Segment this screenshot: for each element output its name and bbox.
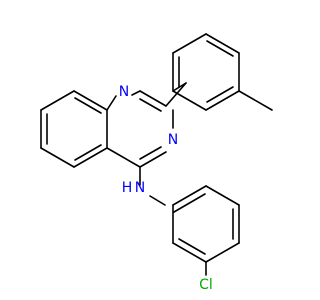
atom-label-n1: N [119, 84, 129, 100]
atom-label-chlorine: Cl [199, 277, 213, 293]
bond [238, 90, 273, 111]
bond [73, 90, 108, 111]
bond [73, 147, 108, 168]
atom-label-n3: N [168, 132, 178, 148]
bond [205, 242, 240, 263]
bond [139, 98, 162, 112]
bond-lines [40, 33, 273, 276]
bond [74, 144, 102, 161]
bond [178, 238, 206, 255]
bond [40, 147, 75, 168]
bond [40, 90, 75, 111]
bond [172, 90, 207, 111]
atom-label-amine-n: N [135, 180, 145, 196]
bond [205, 33, 240, 54]
atom-labels: N N N H Cl [119, 84, 213, 293]
bond [205, 90, 240, 111]
bond [172, 185, 207, 206]
bond [173, 193, 206, 213]
atom-label-amine-h: H [122, 180, 133, 196]
bond [205, 185, 240, 206]
bond [139, 151, 167, 168]
bond [206, 40, 234, 57]
bond [165, 82, 187, 107]
bond [139, 146, 162, 160]
bond [74, 97, 102, 114]
bond [139, 90, 167, 107]
bond [206, 86, 234, 103]
bond [172, 242, 207, 263]
bond [131, 90, 141, 96]
bond [172, 33, 207, 54]
bond [106, 95, 117, 111]
molecule-structure-diagram: N N N H Cl [40, 33, 273, 293]
bond [149, 195, 166, 206]
bond [106, 147, 141, 168]
